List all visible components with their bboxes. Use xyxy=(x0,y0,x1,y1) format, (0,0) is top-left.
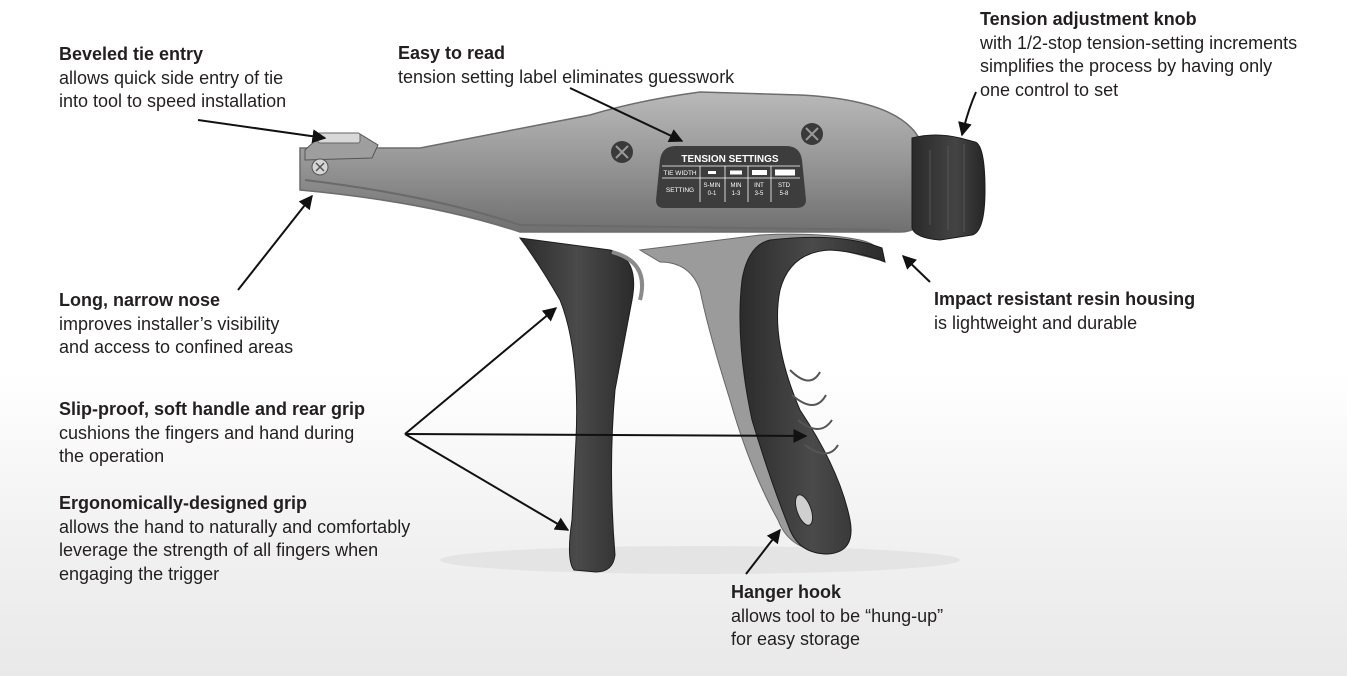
setting-0-name: S-MIN xyxy=(704,183,721,189)
arrow-beveled xyxy=(197,119,327,144)
callout-line: allows quick side entry of tie xyxy=(59,67,284,88)
housing-body xyxy=(299,91,921,233)
callout-line: for easy storage xyxy=(731,629,861,649)
arrow-slip-trigger xyxy=(404,307,558,435)
callout-line: leverage the strength of all fingers whe… xyxy=(59,540,379,560)
callout-line: allows the hand to naturally and comfort… xyxy=(59,516,411,537)
trigger-handle xyxy=(518,237,645,573)
callout-title: Tension adjustment knob xyxy=(980,9,1197,29)
callout-line: into tool to speed installation xyxy=(59,91,287,111)
setting-3-name: STD xyxy=(778,183,791,189)
callout-slip-proof-handle: Slip-proof, soft handle and rear grip cu… xyxy=(59,398,365,469)
callout-hanger-hook: Hanger hook allows tool to be “hung-up” … xyxy=(731,581,943,652)
leader-lines xyxy=(197,87,977,575)
arrow-slip-rear xyxy=(404,428,808,443)
callout-resin-housing: Impact resistant resin housing is lightw… xyxy=(934,288,1195,335)
callout-line: cushions the fingers and hand during xyxy=(59,422,355,443)
callout-title: Hanger hook xyxy=(731,582,842,602)
setting-2-name: INT xyxy=(754,183,764,189)
callout-line: tension setting label eliminates guesswo… xyxy=(398,66,735,87)
callout-long-narrow-nose: Long, narrow nose improves installer’s v… xyxy=(59,289,293,360)
setting-1-name: MIN xyxy=(731,183,742,189)
callout-title: Beveled tie entry xyxy=(59,44,204,64)
hanger-hook-hole xyxy=(794,494,814,526)
ground-shadow xyxy=(440,546,960,574)
callout-beveled-tie-entry: Beveled tie entry allows quick side entr… xyxy=(59,43,286,114)
tension-label-title: TENSION SETTINGS xyxy=(681,154,779,165)
callout-title: Long, narrow nose xyxy=(59,290,221,310)
setting-0-range: 0-1 xyxy=(708,191,717,197)
arrow-hook xyxy=(745,528,781,575)
callout-line: one control to set xyxy=(980,79,1119,100)
setting-label: SETTING xyxy=(666,187,694,194)
arrow-housing xyxy=(901,255,931,283)
callout-title: Impact resistant resin housing xyxy=(934,289,1196,309)
callout-tension-knob: Tension adjustment knob with 1/2-stop te… xyxy=(980,8,1297,102)
callout-line: the operation xyxy=(59,446,165,466)
rear-grip xyxy=(638,233,886,555)
arrow-slip-lower xyxy=(404,433,570,531)
tie-width-label: TIE WIDTH xyxy=(663,170,697,177)
callout-easy-to-read: Easy to read tension setting label elimi… xyxy=(398,42,734,89)
tension-settings-label: TENSION SETTINGS TIE WIDTH SETTING S-MIN… xyxy=(656,146,806,208)
setting-1-range: 1-3 xyxy=(732,191,741,197)
setting-2-range: 3-5 xyxy=(755,191,764,197)
arrow-knob xyxy=(958,91,977,137)
callout-line: engaging the trigger xyxy=(59,563,220,584)
tension-knob xyxy=(911,134,986,241)
callout-line: improves installer’s visibility xyxy=(59,313,280,334)
arrow-easy xyxy=(569,87,684,142)
callout-line: with 1/2-stop tension-setting increments xyxy=(980,32,1298,53)
callout-line: allows tool to be “hung-up” xyxy=(731,605,944,626)
callout-title: Ergonomically-designed grip xyxy=(59,493,308,513)
callout-title: Slip-proof, soft handle and rear grip xyxy=(59,399,366,419)
callout-ergonomic-grip: Ergonomically-designed grip allows the h… xyxy=(59,492,410,586)
callout-line: simplifies the process by having only xyxy=(980,56,1273,76)
housing-trim xyxy=(304,179,891,231)
arrow-nose xyxy=(237,194,313,291)
setting-3-range: 5-8 xyxy=(780,191,789,197)
callout-line: is lightweight and durable xyxy=(934,312,1138,333)
callout-title: Easy to read xyxy=(398,43,506,63)
callout-line: and access to confined areas xyxy=(59,337,294,357)
